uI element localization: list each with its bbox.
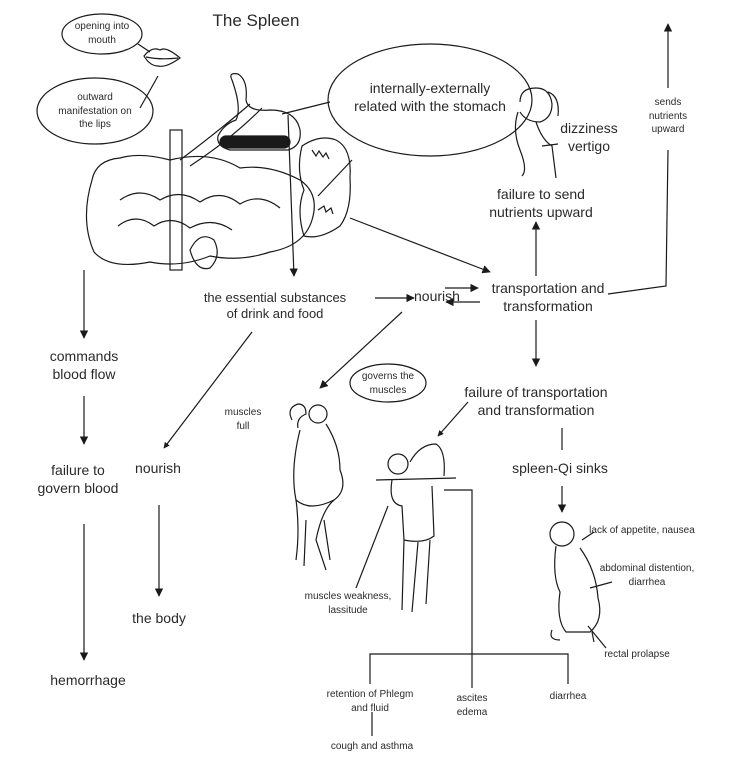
- node-essential-substances: the essential substances of drink and fo…: [203, 290, 347, 322]
- kneeling-person-illustration: [549, 521, 601, 643]
- bubble-mouth: [61, 13, 143, 55]
- node-abdominal: abdominal distention, diarrhea: [599, 563, 695, 588]
- bubble-mouth-label: opening into mouth: [74, 21, 130, 46]
- node-muscles-full: muscles full: [224, 407, 262, 432]
- node-failure-govern-blood: failure to govern blood: [37, 462, 119, 496]
- node-sends-up: sends nutrients upward: [648, 97, 688, 135]
- digestive-organs-illustration: [85, 73, 351, 271]
- node-diarrhea: diarrhea: [549, 691, 587, 702]
- muscular-man-illustration: [289, 403, 344, 571]
- node-rectal: rectal prolapse: [604, 649, 670, 660]
- dizzy-woman-illustration: [514, 87, 559, 179]
- bubble-lips: [36, 77, 154, 145]
- bubble-muscles-label: governs the muscles: [361, 371, 415, 396]
- node-the-body: the body: [132, 610, 186, 626]
- bubble-stomach: [327, 43, 533, 157]
- node-cough: cough and asthma: [330, 741, 414, 752]
- weak-man-illustration: [375, 443, 457, 613]
- page-title: The Spleen: [212, 11, 300, 30]
- node-transportation: transportation and transformation: [491, 280, 605, 314]
- bubble-muscles: [349, 363, 427, 403]
- node-qi-sinks: spleen-Qi sinks: [512, 460, 608, 476]
- node-nourish-body: nourish: [135, 460, 181, 476]
- node-ascites: ascites edema: [456, 693, 488, 718]
- node-failure-transport: failure of transportation and transforma…: [464, 384, 608, 418]
- node-hemorrhage: hemorrhage: [50, 672, 126, 688]
- bubble-lips-label: outward manifestation on the lips: [58, 92, 132, 130]
- node-failure-send-up: failure to send nutrients upward: [489, 186, 593, 220]
- node-dizziness: dizziness vertigo: [560, 120, 618, 154]
- node-phlegm: retention of Phlegm and fluid: [326, 689, 414, 714]
- node-nourish-center: nourish: [414, 288, 460, 304]
- lips-icon: [143, 48, 181, 67]
- bubble-stomach-label: internally-externally related with the s…: [354, 80, 506, 114]
- node-appetite: lack of appetite, nausea: [589, 525, 695, 536]
- node-commands-blood: commands blood flow: [49, 348, 119, 382]
- node-muscles-weak: muscles weakness, lassitude: [304, 591, 392, 616]
